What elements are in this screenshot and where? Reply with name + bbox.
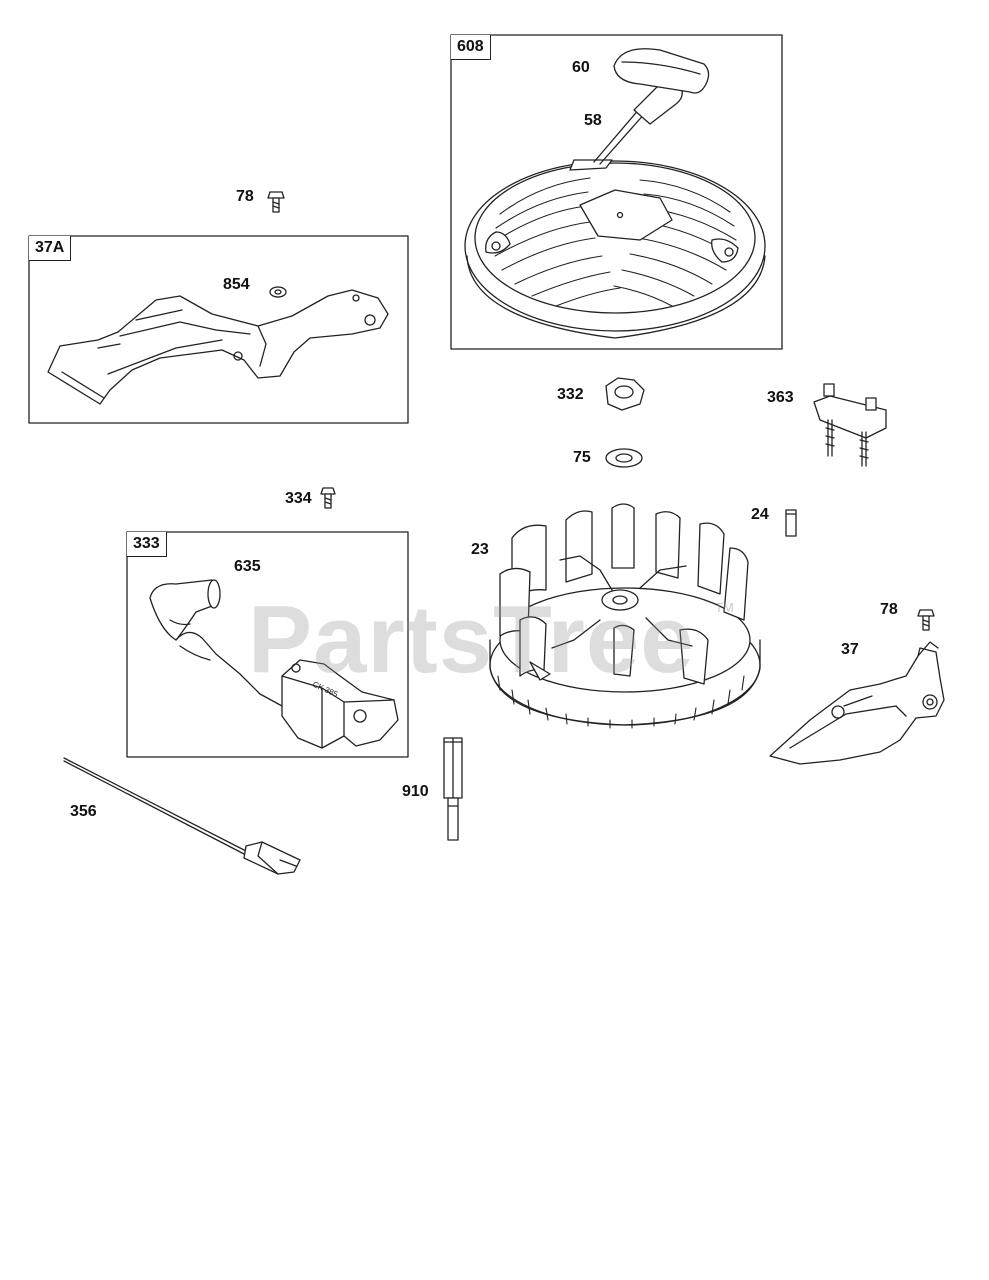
- group-frame-333: [126, 531, 409, 758]
- part-label-75: 75: [573, 449, 591, 466]
- group-label-333: 333: [127, 532, 167, 557]
- part-label-37: 37: [841, 641, 859, 658]
- group-frame-608: [450, 34, 783, 350]
- part-label-78-upper: 78: [236, 188, 254, 205]
- key-24-part: [785, 509, 797, 537]
- air-vane-37-part: [769, 641, 945, 765]
- air-baffle-part: [47, 289, 389, 405]
- spark-plug-boot-part: [149, 579, 283, 707]
- screw-334-part: [320, 487, 336, 509]
- rewind-starter-part: [464, 159, 766, 339]
- nut-332-part: [605, 377, 645, 411]
- part-label-332: 332: [557, 386, 584, 403]
- part-label-854: 854: [223, 276, 250, 293]
- part-label-23: 23: [471, 541, 489, 558]
- bracket-363-part: [813, 383, 887, 467]
- bolt-78-upper-part: [267, 191, 285, 213]
- starter-handle-part: [613, 48, 710, 125]
- part-label-334: 334: [285, 490, 312, 507]
- part-label-910: 910: [402, 783, 429, 800]
- ground-wire-356-part: [63, 757, 301, 875]
- part-label-58: 58: [584, 112, 602, 129]
- part-label-60: 60: [572, 59, 590, 76]
- group-label-37a: 37A: [29, 236, 72, 261]
- flywheel-part: [489, 503, 761, 729]
- ignition-armature-part: CK 385: [281, 659, 399, 749]
- stud-910-part: [443, 737, 463, 841]
- part-label-356: 356: [70, 803, 97, 820]
- part-label-24: 24: [751, 506, 769, 523]
- part-label-635: 635: [234, 558, 261, 575]
- washer-75-part: [605, 448, 643, 468]
- starter-rope-part: [593, 107, 647, 165]
- part-label-78-lower: 78: [880, 601, 898, 618]
- group-frame-37a: [28, 235, 409, 424]
- watermark-trademark: TM: [715, 600, 734, 615]
- watermark-text: PartsTree: [248, 586, 695, 693]
- washer-854-part: [269, 286, 287, 298]
- part-label-363: 363: [767, 389, 794, 406]
- group-label-608: 608: [451, 35, 491, 60]
- bolt-78-lower-part: [917, 609, 935, 631]
